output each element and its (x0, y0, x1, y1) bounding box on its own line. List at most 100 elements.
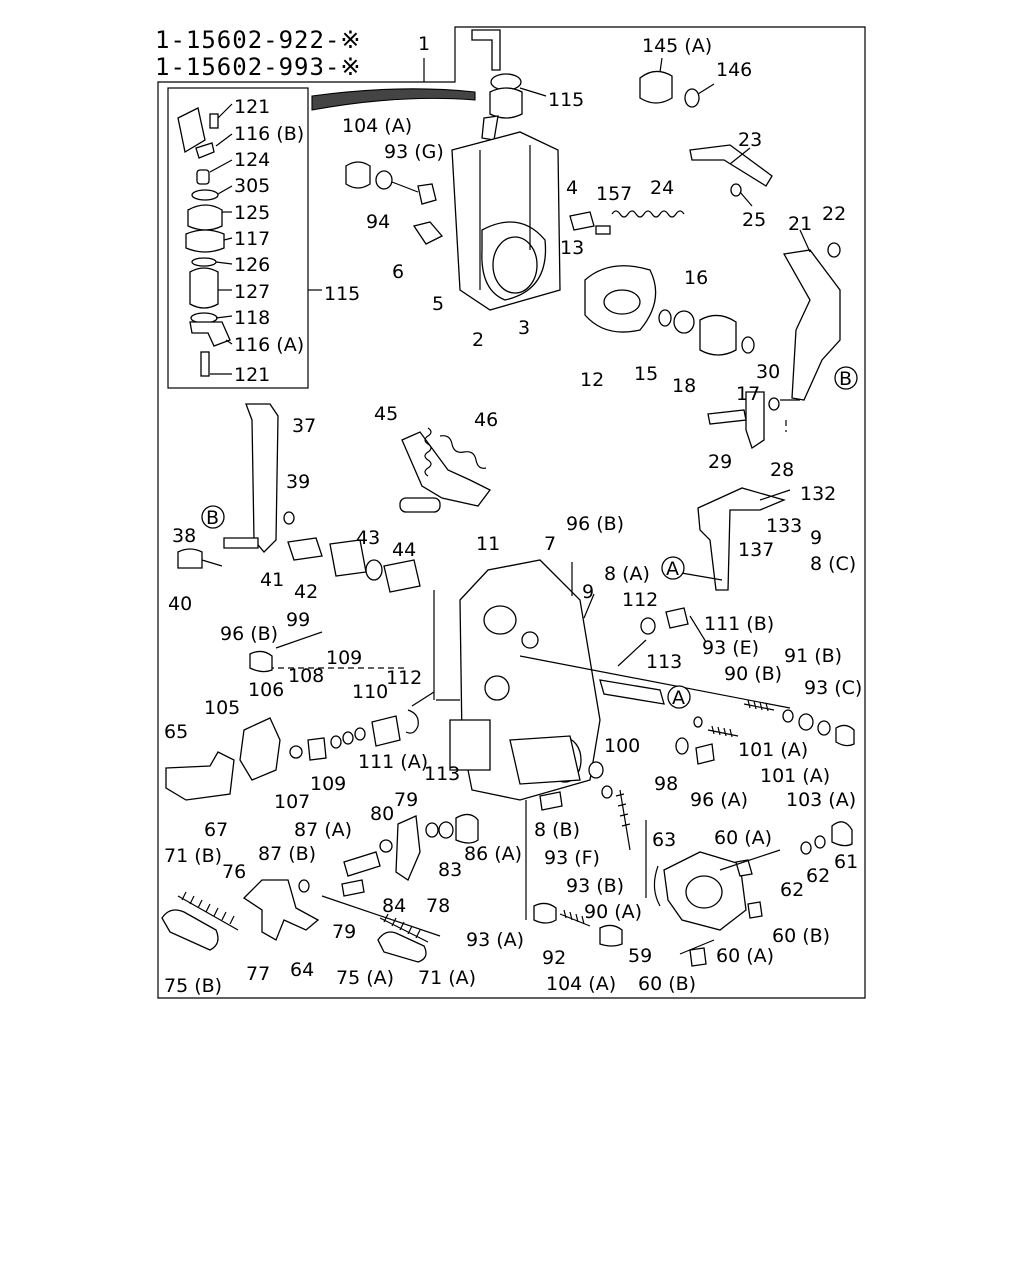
callout-90b: 90 (B) (724, 663, 782, 685)
callout-93a: 93 (A) (466, 929, 524, 951)
governor-housing-2 (451, 131, 561, 311)
lever-37 (177, 403, 295, 569)
callout-63: 63 (652, 829, 676, 851)
callout-8c: 8 (C) (810, 553, 856, 575)
cover-59-63 (653, 821, 853, 967)
callout-40: 40 (168, 593, 192, 615)
callout-61: 61 (834, 851, 858, 873)
shaft-100-and-screws (519, 607, 855, 765)
callout-15: 15 (634, 363, 658, 385)
callout-62-right: 62 (806, 865, 830, 887)
callout-112-left: 112 (386, 667, 422, 689)
callout-109-top: 109 (326, 647, 362, 669)
callout-17: 17 (736, 383, 760, 405)
callout-21: 21 (788, 213, 812, 235)
callout-23: 23 (738, 129, 762, 151)
stop-lever-45-spring-46 (399, 427, 491, 513)
callout-75b: 75 (B) (164, 975, 222, 997)
callout-111a: 111 (A) (358, 751, 428, 773)
callout-94: 94 (366, 211, 390, 233)
callout-79-bottom: 79 (332, 921, 356, 943)
callout-12: 12 (580, 369, 604, 391)
callout-44: 44 (392, 539, 416, 561)
marker-b-1: B (834, 366, 858, 390)
callout-93f: 93 (F) (544, 847, 600, 869)
springs-71-75 (161, 891, 441, 963)
adjusting-screw-41-44 (287, 537, 421, 593)
levers-76-84 (242, 813, 479, 941)
callout-39: 39 (286, 471, 310, 493)
callout-80: 80 (370, 803, 394, 825)
part-number-2: 1-15602-993-※ (155, 53, 362, 81)
flyweight-holder-12 (584, 265, 755, 356)
callout-108: 108 (288, 665, 324, 687)
callout-105: 105 (204, 697, 240, 719)
callout-103a: 103 (A) (786, 789, 856, 811)
pump-housing-11 (449, 559, 601, 801)
callout-124: 124 (234, 149, 270, 171)
callout-101a-top: 101 (A) (738, 739, 808, 761)
callout-67: 67 (204, 819, 228, 841)
callout-75a: 75 (A) (336, 967, 394, 989)
callout-78: 78 (426, 895, 450, 917)
callout-132: 132 (800, 483, 836, 505)
svg-text:A: A (666, 558, 679, 580)
callout-77: 77 (246, 963, 270, 985)
callout-30: 30 (756, 361, 780, 383)
callout-6: 6 (392, 261, 404, 283)
callout-84: 84 (382, 895, 406, 917)
callout-106: 106 (248, 679, 284, 701)
callout-8b: 8 (B) (534, 819, 580, 841)
callout-87a: 87 (A) (294, 819, 352, 841)
callout-60a-bottom: 60 (A) (716, 945, 774, 967)
callout-100: 100 (604, 735, 640, 757)
svg-text:A: A (672, 687, 685, 709)
plug-104a-and-nut (345, 161, 444, 245)
callout-60b-right: 60 (B) (772, 925, 830, 947)
callout-24: 24 (650, 177, 674, 199)
callout-16: 16 (684, 267, 708, 289)
callout-133: 133 (766, 515, 802, 537)
callout-127: 127 (234, 281, 270, 303)
callout-110: 110 (352, 681, 388, 703)
callout-93e: 93 (E) (702, 637, 759, 659)
callout-59: 59 (628, 945, 652, 967)
callout-79-top: 79 (394, 789, 418, 811)
lower-screws-92-104 (525, 761, 631, 947)
callout-29: 29 (708, 451, 732, 473)
callout-83: 83 (438, 859, 462, 881)
callout-116b: 116 (B) (234, 123, 304, 145)
callout-11: 11 (476, 533, 500, 555)
callout-46: 46 (474, 409, 498, 431)
callout-96a: 96 (A) (690, 789, 748, 811)
callout-43: 43 (356, 527, 380, 549)
callout-42: 42 (294, 581, 318, 603)
callout-116a: 116 (A) (234, 334, 304, 356)
diagram-border (157, 26, 866, 999)
callout-117: 117 (234, 228, 270, 250)
inset-box-115 (167, 87, 309, 389)
callout-98: 98 (654, 773, 678, 795)
callout-112-right: 112 (622, 589, 658, 611)
tension-lever-21 (707, 242, 841, 450)
callout-96b-top: 96 (B) (566, 513, 624, 535)
lever-23 (689, 144, 773, 197)
callout-111b: 111 (B) (704, 613, 774, 635)
bracket-132 (697, 487, 786, 591)
callout-93g: 93 (G) (384, 141, 444, 163)
callout-labels: 1 121 116 (B) 124 305 125 117 126 127 11… (164, 33, 862, 997)
marker-a-1: A (661, 556, 685, 580)
callout-64: 64 (290, 959, 314, 981)
callout-45: 45 (374, 403, 398, 425)
callout-87b: 87 (B) (258, 843, 316, 865)
callout-2: 2 (472, 329, 484, 351)
callout-76: 76 (222, 861, 246, 883)
callout-37: 37 (292, 415, 316, 437)
callout-28: 28 (770, 459, 794, 481)
callout-115-top: 115 (548, 89, 584, 111)
callout-4: 4 (566, 177, 578, 199)
callout-13: 13 (560, 237, 584, 259)
marker-a-2: A (667, 685, 691, 709)
sleeve-145a-and-ring-146 (639, 70, 700, 108)
